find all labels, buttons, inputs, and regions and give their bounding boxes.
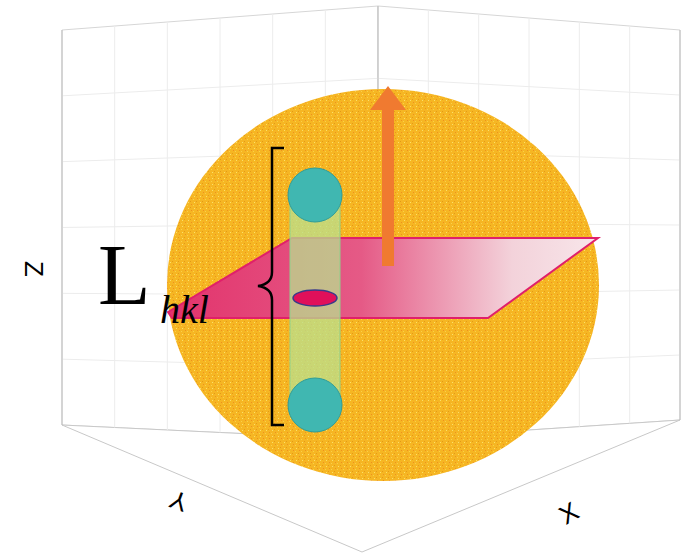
cylinder: [288, 168, 342, 432]
length-bracket: [258, 148, 284, 425]
length-subscript: hkl: [160, 290, 209, 330]
axis-box: [62, 6, 680, 552]
axis-label: Y: [166, 486, 191, 516]
length-symbol: L: [98, 232, 151, 318]
grain-disk: [167, 89, 599, 481]
axis-label: X: [555, 497, 583, 528]
normal-arrow: [370, 86, 406, 266]
axis-label: Z: [21, 261, 47, 277]
